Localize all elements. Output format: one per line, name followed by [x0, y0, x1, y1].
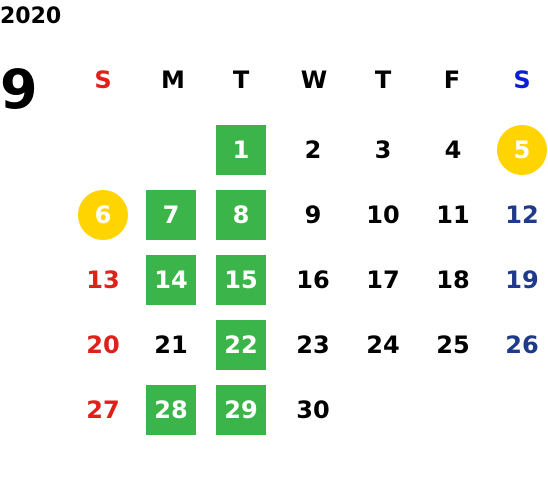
day-25[interactable]: 25	[436, 331, 470, 359]
day-18[interactable]: 18	[436, 266, 470, 294]
day-30[interactable]: 30	[296, 396, 330, 424]
month-number: 9	[0, 58, 38, 121]
day-7[interactable]: 7	[146, 190, 196, 240]
day-24[interactable]: 24	[366, 331, 400, 359]
weekday-wednesday: W	[300, 66, 328, 94]
weekday-thursday: T	[374, 66, 392, 94]
day-12[interactable]: 12	[505, 201, 539, 229]
weekday-monday: M	[161, 66, 185, 94]
day-2[interactable]: 2	[304, 136, 322, 164]
day-19[interactable]: 19	[505, 266, 539, 294]
day-23[interactable]: 23	[296, 331, 330, 359]
day-1[interactable]: 1	[216, 125, 266, 175]
day-8[interactable]: 8	[216, 190, 266, 240]
day-11[interactable]: 11	[436, 201, 470, 229]
day-9[interactable]: 9	[304, 201, 322, 229]
day-10[interactable]: 10	[366, 201, 400, 229]
day-28[interactable]: 28	[146, 385, 196, 435]
year-label: 2020	[0, 4, 62, 29]
weekday-sunday: S	[94, 66, 112, 94]
day-5[interactable]: 5	[497, 125, 547, 175]
day-21[interactable]: 21	[154, 331, 188, 359]
day-26[interactable]: 26	[505, 331, 539, 359]
day-20[interactable]: 20	[86, 331, 120, 359]
day-16[interactable]: 16	[296, 266, 330, 294]
day-22[interactable]: 22	[216, 320, 266, 370]
day-27[interactable]: 27	[86, 396, 120, 424]
day-6[interactable]: 6	[78, 190, 128, 240]
weekday-tuesday: T	[232, 66, 250, 94]
weekday-saturday: S	[513, 66, 531, 94]
day-15[interactable]: 15	[216, 255, 266, 305]
day-29[interactable]: 29	[216, 385, 266, 435]
day-17[interactable]: 17	[366, 266, 400, 294]
day-4[interactable]: 4	[444, 136, 462, 164]
day-14[interactable]: 14	[146, 255, 196, 305]
weekday-friday: F	[443, 66, 461, 94]
day-13[interactable]: 13	[86, 266, 120, 294]
day-3[interactable]: 3	[374, 136, 392, 164]
